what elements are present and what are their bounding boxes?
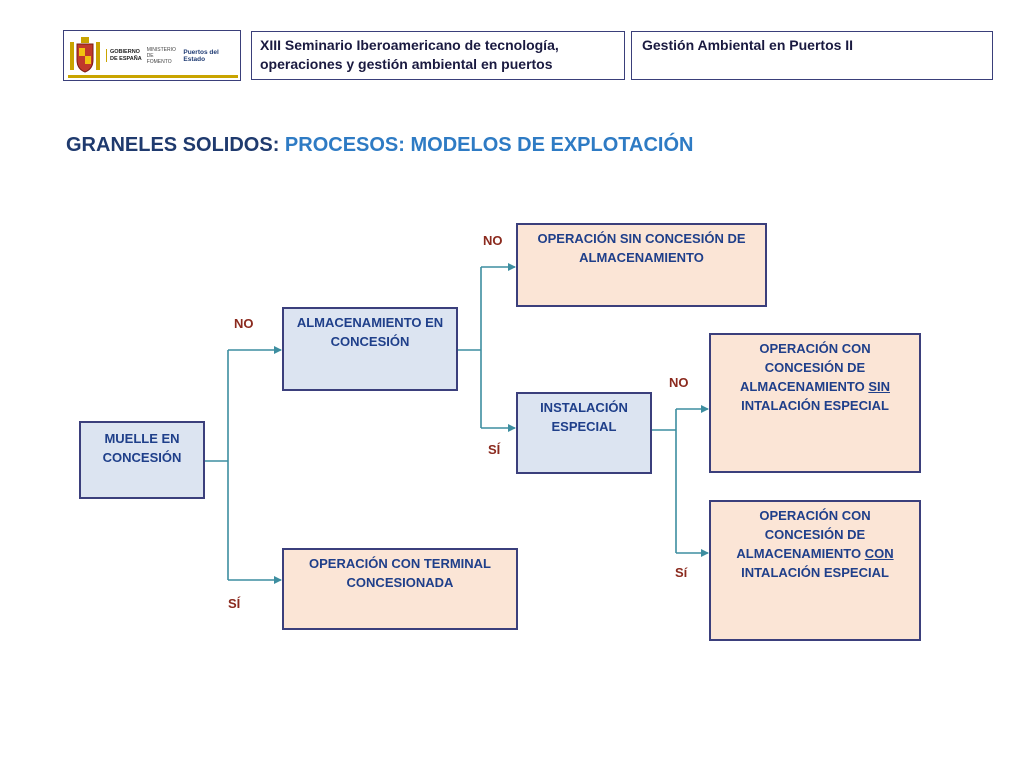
node-operacion-sin-concesion: OPERACIÓN SIN CONCESIÓN DE ALMACENAMIENT…: [516, 223, 767, 307]
coat-of-arms-icon: [68, 36, 102, 76]
branch-label-no-2: NO: [483, 233, 503, 248]
edge-instalacion-trunk: [652, 409, 677, 553]
node-almacenamiento-en-concesion: ALMACENAMIENTO EN CONCESIÓN: [282, 307, 458, 391]
branch-label-si-1: SÍ: [228, 596, 241, 611]
course-title-box: Gestión Ambiental en Puertos II: [631, 31, 993, 80]
node-almacenamiento-label: ALMACENAMIENTO EN CONCESIÓN: [296, 315, 444, 349]
page-title-part2: PROCESOS: MODELOS DE EXPLOTACIÓN: [279, 134, 694, 156]
logo-ministry-text: MINISTERIO DE FOMENTO: [146, 46, 176, 65]
page-title: GRANELES SOLIDOS: PROCESOS: MODELOS DE E…: [66, 134, 693, 157]
node-sin-concesion-label: OPERACIÓN SIN CONCESIÓN DE ALMACENAMIENT…: [537, 231, 746, 265]
node-sin-instalacion-emph: SIN: [868, 379, 890, 394]
logo-government-text: GOBIERNO DE ESPAÑA: [106, 49, 143, 62]
node-operacion-sin-instalacion: OPERACIÓN CON CONCESIÓN DE ALMACENAMIENT…: [709, 333, 921, 473]
branch-label-si-3: Sí: [675, 565, 688, 580]
node-instalacion-label: INSTALACIÓN ESPECIAL: [540, 400, 628, 434]
node-operacion-con-instalacion: OPERACIÓN CON CONCESIÓN DE ALMACENAMIENT…: [709, 500, 921, 641]
node-con-instalacion-pre: OPERACIÓN CON CONCESIÓN DE ALMACENAMIENT…: [736, 508, 871, 561]
node-sin-instalacion-pre: OPERACIÓN CON CONCESIÓN DE ALMACENAMIENT…: [740, 341, 871, 394]
logo-underline: [68, 75, 238, 78]
node-muelle-label: MUELLE EN CONCESIÓN: [102, 431, 182, 465]
node-instalacion-especial: INSTALACIÓN ESPECIAL: [516, 392, 652, 474]
branch-label-no-1: NO: [234, 316, 254, 331]
node-con-instalacion-post: INTALACIÓN ESPECIAL: [741, 565, 889, 580]
seminar-title-box: XIII Seminario Iberoamericano de tecnolo…: [251, 31, 625, 80]
node-sin-instalacion-post: INTALACIÓN ESPECIAL: [741, 398, 889, 413]
node-terminal-label: OPERACIÓN CON TERMINAL CONCESIONADA: [309, 556, 491, 590]
node-con-instalacion-emph: CON: [864, 546, 894, 561]
node-muelle-en-concesion: MUELLE EN CONCESIÓN: [79, 421, 205, 499]
seminar-title: XIII Seminario Iberoamericano de tecnolo…: [260, 37, 559, 72]
edge-almacenamiento-trunk: [458, 267, 482, 428]
logo-box: GOBIERNO DE ESPAÑA MINISTERIO DE FOMENTO…: [63, 30, 241, 81]
edge-muelle-trunk: [205, 350, 229, 580]
branch-label-si-2: SÍ: [488, 442, 501, 457]
page-title-part1: GRANELES SOLIDOS:: [66, 134, 280, 156]
node-operacion-terminal-concesionada: OPERACIÓN CON TERMINAL CONCESIONADA: [282, 548, 518, 630]
branch-label-no-3: NO: [669, 375, 689, 390]
course-title: Gestión Ambiental en Puertos II: [642, 37, 854, 53]
logo-brand-text: Puertos del Estado: [183, 48, 219, 63]
